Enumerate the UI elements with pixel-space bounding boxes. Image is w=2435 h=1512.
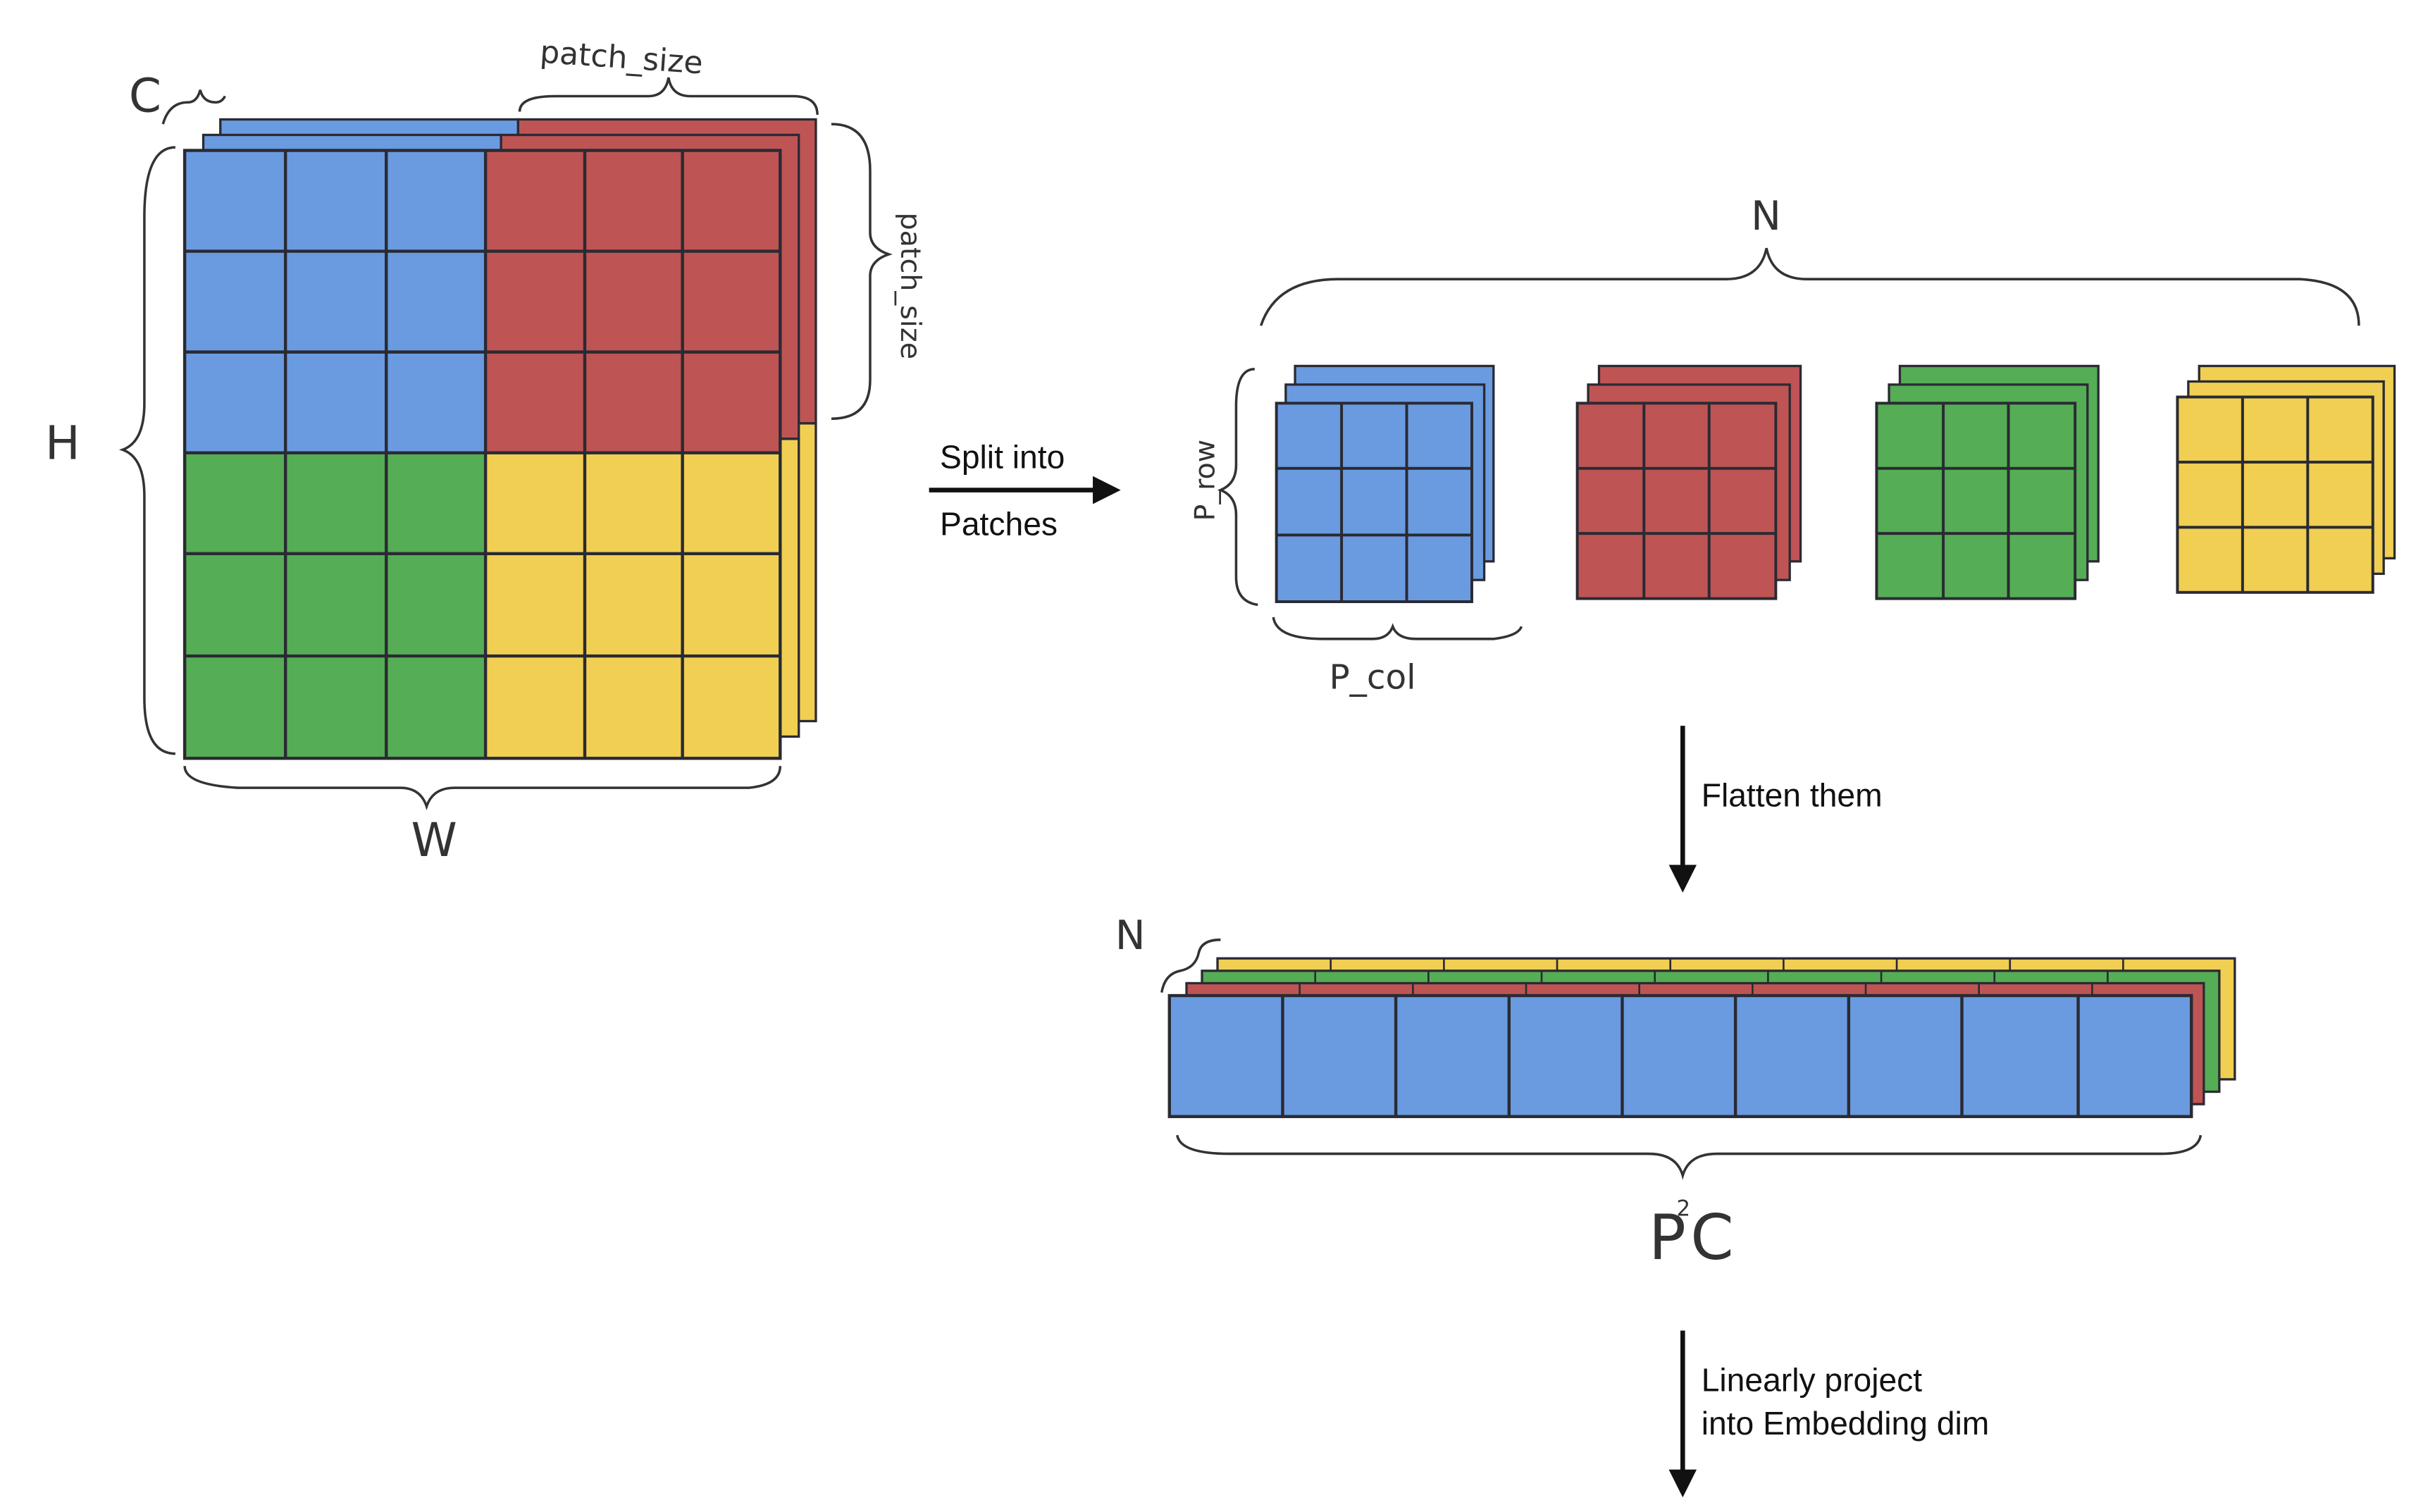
patch-red (1575, 364, 1802, 600)
patch-blue (1275, 364, 1495, 603)
n-flat-brace (1160, 938, 1221, 993)
flattened-front-grid (1167, 993, 2193, 1118)
project-label-line2: into Embedding dim (1702, 1405, 1990, 1442)
flatten-label: Flatten them (1702, 777, 1883, 814)
project-label-line1: Linearly project (1702, 1361, 1923, 1398)
label-p-col: P_col (1329, 657, 1415, 697)
patch-size-top-brace (518, 77, 819, 115)
w-brace (183, 766, 782, 811)
label-w: W (411, 813, 457, 867)
input-braces (118, 77, 893, 811)
flattened-braces (1160, 938, 2202, 1180)
label-patch-size-top: patch_size (539, 34, 705, 81)
input-image-front-grid (182, 149, 782, 760)
label-p2c-p: P (1649, 1201, 1686, 1274)
label-p-row: P_row (1189, 440, 1222, 521)
label-patch-size-side: patch_size (894, 213, 927, 359)
n-brace-top (1259, 247, 2360, 326)
patch-green (1875, 364, 2100, 600)
patch-size-side-brace (831, 123, 893, 421)
label-n-flat: N (1115, 912, 1146, 959)
p-row-brace (1217, 368, 1258, 607)
label-h: H (45, 416, 80, 471)
label-c: C (129, 68, 161, 123)
label-p2c-sup: 2 (1677, 1196, 1691, 1222)
flattened-back-dividers (1299, 958, 2124, 996)
patch-yellow (2176, 364, 2396, 594)
input-image-stack (182, 118, 817, 760)
label-n-top: N (1751, 193, 1781, 240)
p-col-brace (1272, 616, 1523, 640)
flattened-stack (1167, 957, 2236, 1118)
patch-braces (1217, 368, 1523, 640)
c-brace (161, 89, 226, 125)
label-p2c-c: C (1690, 1201, 1733, 1274)
h-brace (118, 146, 175, 755)
split-label-line1: Split into (940, 439, 1065, 476)
p2c-brace (1176, 1134, 2202, 1180)
label-p2c: P 2 C (1649, 1196, 1734, 1275)
split-label-line2: Patches (940, 505, 1058, 542)
